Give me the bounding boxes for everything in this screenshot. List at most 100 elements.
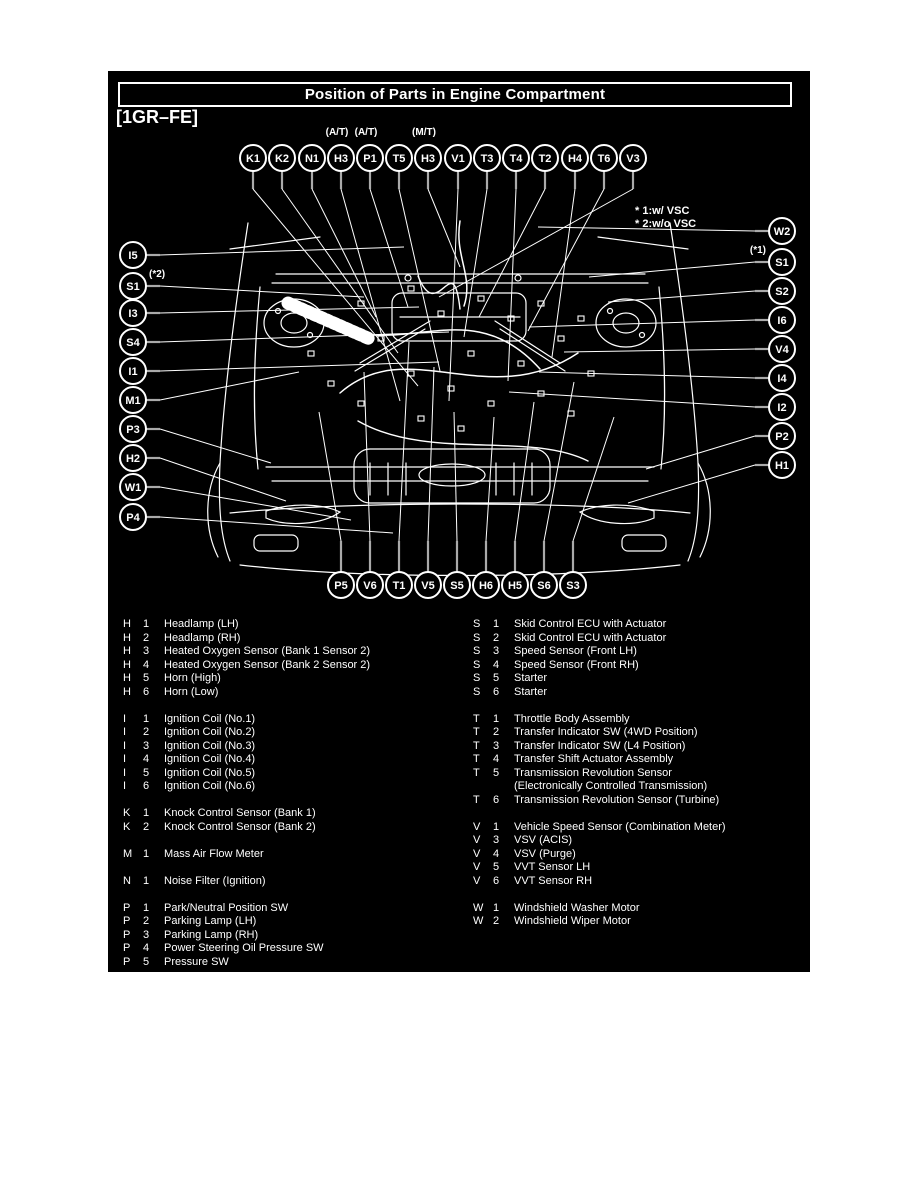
leader-line: [398, 341, 410, 542]
callout-circle: [559, 571, 587, 599]
leader-line: [537, 226, 756, 232]
legend-part-name: Vehicle Speed Sensor (Combination Meter): [514, 820, 726, 833]
legend-letter: I: [123, 753, 127, 765]
callout-bottom-2-v6: V6: [356, 571, 384, 599]
legend-part-name: (Electronically Controlled Transmission): [514, 780, 708, 792]
legend-letter: V: [473, 834, 481, 846]
leader-line: [563, 348, 756, 353]
callout-circle: [119, 503, 147, 531]
legend-letter: S: [473, 618, 481, 630]
legend-letter: W: [473, 901, 484, 914]
legend-letter: S: [473, 631, 481, 644]
callout-top-3-n1: N1: [298, 144, 326, 172]
callout-right-3-s2: S2: [768, 277, 796, 305]
legend-number: 2: [493, 726, 500, 738]
leader-line: [514, 401, 535, 542]
vsc-note-2: * 2:w/o VSC: [635, 218, 697, 230]
leader-line: [159, 285, 365, 298]
callout-label: I2: [777, 402, 786, 414]
callout-label: S5: [450, 580, 463, 592]
legend-number: 6: [493, 874, 500, 887]
legend-part-name: Parking Lamp (RH): [164, 928, 259, 941]
callout-left-7-p3: P3: [119, 415, 147, 443]
legend-number: 4: [143, 942, 150, 954]
legend-part-name: Headlamp (LH): [164, 618, 239, 630]
callout-circle: [414, 571, 442, 599]
legend-letter: T: [473, 793, 480, 806]
leader-line: [453, 411, 458, 542]
callout-circle: [327, 571, 355, 599]
legend-part-name: Mass Air Flow Meter: [164, 847, 264, 860]
callout-circle: [119, 241, 147, 269]
diagram-panel: Position of Parts in Engine Compartment …: [108, 71, 810, 972]
leader-line: [318, 411, 342, 542]
callout-bottom-9-s3: S3: [559, 571, 587, 599]
callout-circle: [590, 144, 618, 172]
callout-label: H4: [568, 153, 583, 165]
callout-circle: [768, 335, 796, 363]
callout-circle: [531, 144, 559, 172]
legend-letter: K: [123, 820, 131, 833]
legend-part-name: Transfer Shift Actuator Assembly: [514, 753, 674, 765]
callout-circle: [385, 571, 413, 599]
legend-letter: M: [123, 847, 133, 860]
legend-part-name: Speed Sensor (Front RH): [514, 658, 639, 671]
callout-circle: [768, 248, 796, 276]
callout-label: K2: [275, 153, 289, 165]
legend-number: 3: [143, 739, 150, 752]
legend-letter: T: [473, 739, 480, 752]
legend-part-name: Horn (High): [164, 672, 221, 684]
leader-line: [159, 516, 394, 534]
leader-line: [311, 188, 377, 318]
callout-label: H3: [421, 153, 435, 165]
legend-number: 5: [493, 861, 500, 873]
leader-line: [478, 188, 546, 318]
legend-entry: (Electronically Controlled Transmission): [473, 780, 803, 794]
legend-letter: T: [473, 712, 480, 725]
legend-part-name: Ignition Coil (No.1): [164, 712, 256, 725]
callout-circle: [768, 277, 796, 305]
legend-part-name: Transmission Revolution Sensor (Turbine): [514, 793, 720, 806]
callout-top-7-h3: H3(M/T): [412, 127, 442, 172]
callout-top-9-t3: T3: [473, 144, 501, 172]
callout-left-3-i3: I3: [119, 299, 147, 327]
legend-number: 4: [493, 753, 500, 765]
legend-letter: V: [473, 861, 481, 873]
callout-circle: [443, 571, 471, 599]
callout-circle: [119, 386, 147, 414]
vsc-notes: * 1:w/ VSC * 2:w/o VSC: [635, 205, 696, 231]
callout-circle: [119, 444, 147, 472]
legend-number: 1: [493, 820, 500, 833]
leader-line: [528, 319, 756, 328]
legend-group-gap: [473, 699, 803, 713]
callout-label: H5: [508, 580, 522, 592]
legend-part-name: Throttle Body Assembly: [514, 712, 630, 725]
callout-circle: [444, 144, 472, 172]
leader-line: [527, 188, 605, 332]
callout-circle: [530, 571, 558, 599]
legend-part-name: Ignition Coil (No.2): [164, 726, 256, 738]
legend-letter: I: [123, 712, 127, 725]
legend-number: 5: [493, 766, 500, 779]
leader-line: [159, 486, 352, 521]
callout-left-8-h2: H2: [119, 444, 147, 472]
leader-line: [607, 290, 756, 303]
leader-line: [398, 188, 441, 372]
legend-number: 5: [143, 955, 150, 968]
callout-note: (*2): [149, 269, 165, 280]
leader-line: [508, 391, 756, 408]
legend-number: 3: [143, 928, 150, 941]
